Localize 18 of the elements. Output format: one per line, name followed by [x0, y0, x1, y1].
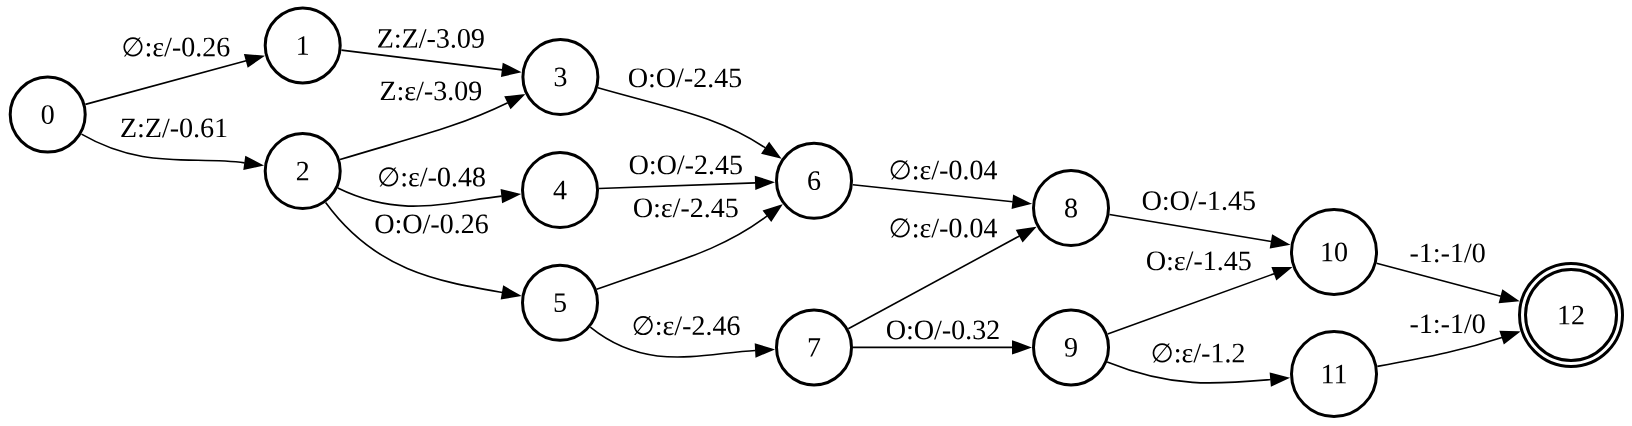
edge-label: O:ε/-1.45 [1144, 250, 1253, 272]
edge-label: ∅:ε/-2.46 [630, 314, 742, 337]
edge-label: ∅:ε/-0.04 [887, 159, 999, 181]
edge-label: ∅:ε/-0.04 [887, 217, 999, 239]
edge-label: ∅:ε/-0.48 [376, 166, 487, 188]
edge-label: Z:Z/-0.61 [118, 117, 230, 139]
edge-label: -1:-1/0 [1408, 313, 1487, 335]
edge-label: Z:ε/-3.09 [378, 80, 484, 102]
edge-label: -1:-1/0 [1408, 242, 1487, 264]
edge-label: O:ε/-2.45 [631, 197, 740, 219]
edge-label: O:O/-0.26 [373, 213, 490, 235]
edge-label: O:O/-0.32 [884, 319, 1002, 341]
edge-label: O:O/-1.45 [1140, 190, 1257, 212]
edge-label: ∅:ε/-0.26 [120, 36, 232, 58]
edge-label: ∅:ε/-1.2 [1149, 342, 1247, 364]
edge-label: O:O/-2.45 [627, 154, 744, 176]
edge-label: O:O/-2.45 [626, 67, 744, 89]
edge-label: Z:Z/-3.09 [375, 28, 486, 49]
